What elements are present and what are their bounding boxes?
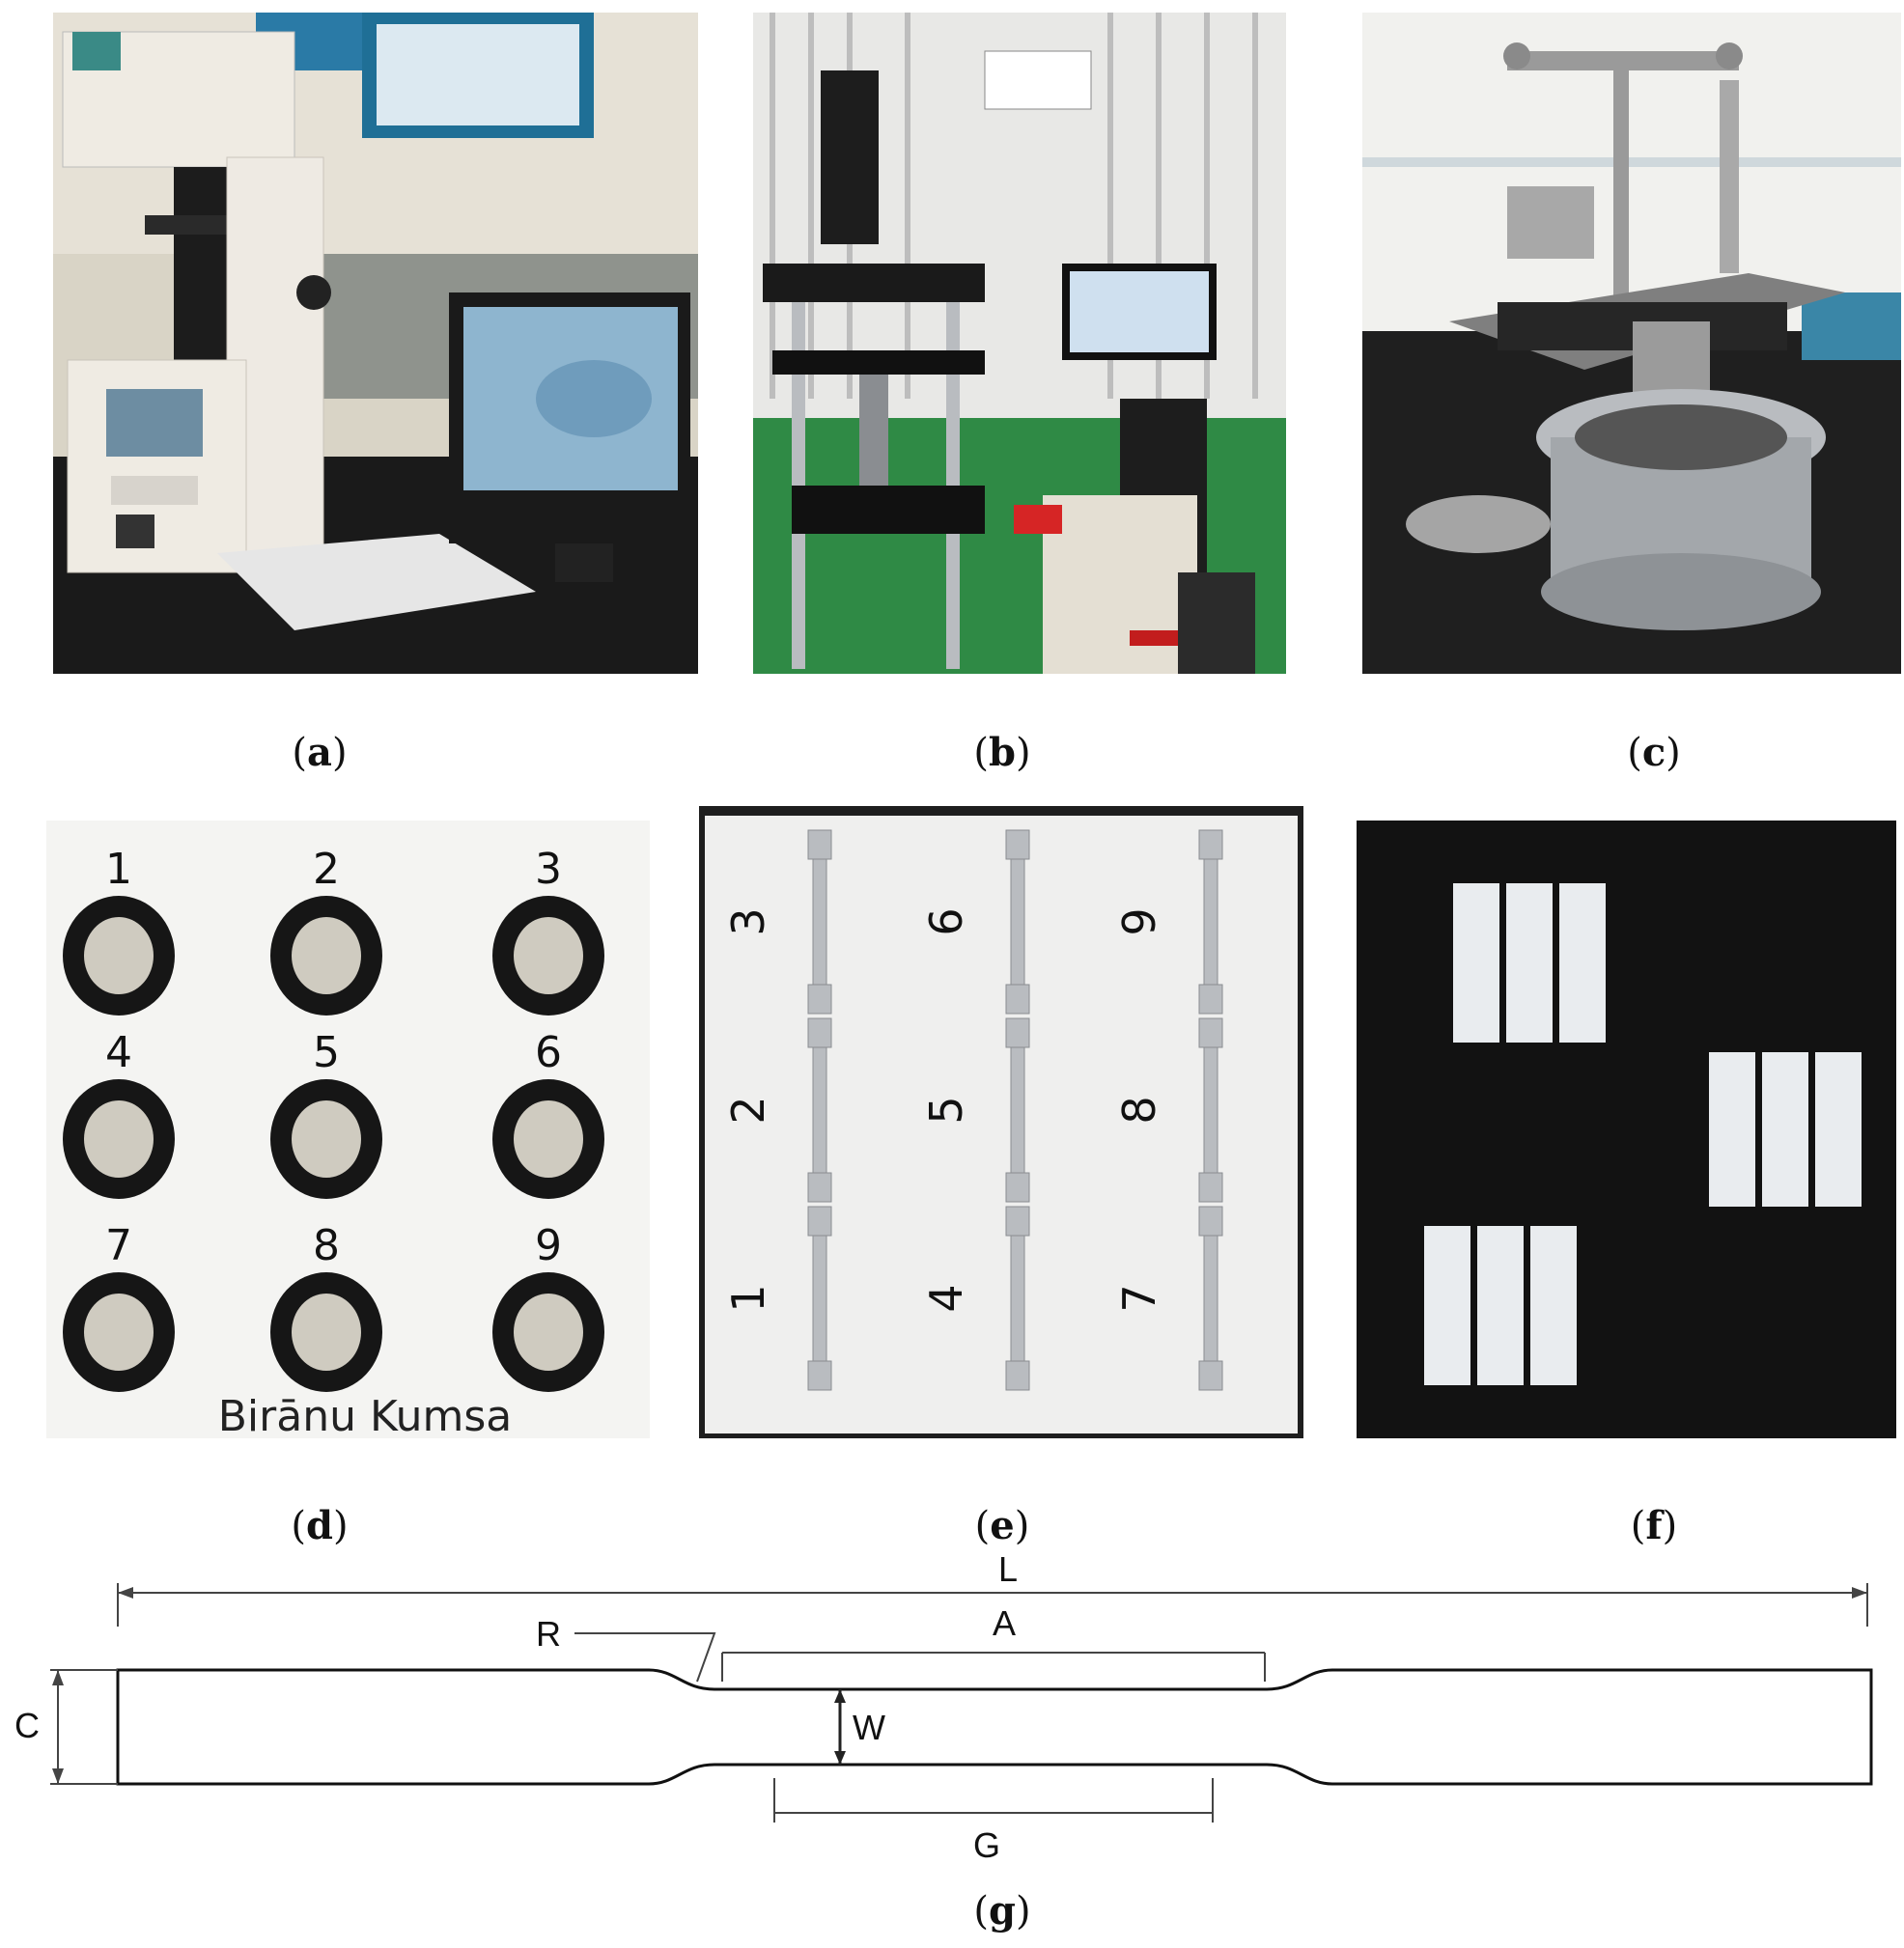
tensile-sample-number: 4 bbox=[920, 1284, 972, 1312]
disc-sample-number: 9 bbox=[535, 1221, 562, 1270]
photo-tensile-samples: 3 6 9 2 5 8 1 4 7 bbox=[699, 806, 1303, 1438]
caption-d: (d) bbox=[291, 1503, 349, 1548]
handwritten-name: Birānu Kumsa bbox=[218, 1392, 513, 1438]
tensile-sample-number: 7 bbox=[1113, 1284, 1165, 1312]
tensile-sample bbox=[1198, 1017, 1223, 1203]
tensile-sample bbox=[807, 1017, 832, 1203]
tensile-sample-number: 8 bbox=[1113, 1096, 1165, 1124]
label-G: G bbox=[973, 1825, 1000, 1865]
caption-g: (g) bbox=[973, 1888, 1031, 1934]
caption-a: (a) bbox=[292, 730, 348, 775]
tensile-sample bbox=[1198, 829, 1223, 1015]
disc-sample-face bbox=[84, 1294, 154, 1371]
tensile-sample bbox=[807, 1206, 832, 1391]
tensile-specimen-diagram: L A R C W G bbox=[0, 1544, 1904, 1948]
photo-hardness-tester bbox=[53, 13, 698, 674]
disc-sample-face bbox=[292, 1294, 361, 1371]
tensile-sample-number: 2 bbox=[722, 1096, 774, 1124]
tensile-sample-number: 5 bbox=[920, 1096, 972, 1124]
label-C: C bbox=[14, 1706, 40, 1745]
tensile-sample bbox=[1198, 1206, 1223, 1391]
disc-sample-face bbox=[292, 917, 361, 994]
disc-sample-number: 7 bbox=[105, 1221, 132, 1270]
photo-specimen-bars bbox=[1357, 821, 1896, 1438]
label-A: A bbox=[993, 1603, 1016, 1643]
tensile-sample-number: 3 bbox=[722, 907, 774, 935]
label-R: R bbox=[536, 1614, 561, 1654]
tensile-sample bbox=[1005, 1017, 1030, 1203]
disc-sample-face bbox=[514, 917, 583, 994]
photo-universal-testing-machine bbox=[753, 13, 1286, 674]
label-L: L bbox=[998, 1549, 1018, 1589]
caption-b: (b) bbox=[973, 730, 1031, 775]
disc-sample-face bbox=[84, 1100, 154, 1178]
tensile-sample-number: 6 bbox=[920, 907, 972, 935]
photo-wear-tester bbox=[1362, 13, 1901, 674]
disc-sample-number: 1 bbox=[105, 845, 132, 894]
tensile-sample-number: 9 bbox=[1113, 907, 1165, 935]
tensile-sample-number: 1 bbox=[722, 1284, 774, 1312]
tensile-sample bbox=[1005, 1206, 1030, 1391]
disc-sample-face bbox=[514, 1294, 583, 1371]
disc-sample-face bbox=[514, 1100, 583, 1178]
disc-sample-number: 3 bbox=[535, 845, 562, 894]
disc-sample-number: 4 bbox=[105, 1028, 132, 1077]
caption-e: (e) bbox=[974, 1503, 1030, 1548]
disc-sample-number: 5 bbox=[313, 1028, 340, 1077]
disc-sample-number: 6 bbox=[535, 1028, 562, 1077]
caption-c: (c) bbox=[1627, 730, 1681, 775]
disc-sample-number: 8 bbox=[313, 1221, 340, 1270]
tensile-sample bbox=[807, 829, 832, 1015]
label-W: W bbox=[853, 1708, 885, 1747]
disc-sample-face bbox=[292, 1100, 361, 1178]
caption-f: (f) bbox=[1630, 1503, 1678, 1548]
disc-sample-face bbox=[84, 917, 154, 994]
tensile-sample bbox=[1005, 829, 1030, 1015]
disc-sample-number: 2 bbox=[313, 845, 340, 894]
